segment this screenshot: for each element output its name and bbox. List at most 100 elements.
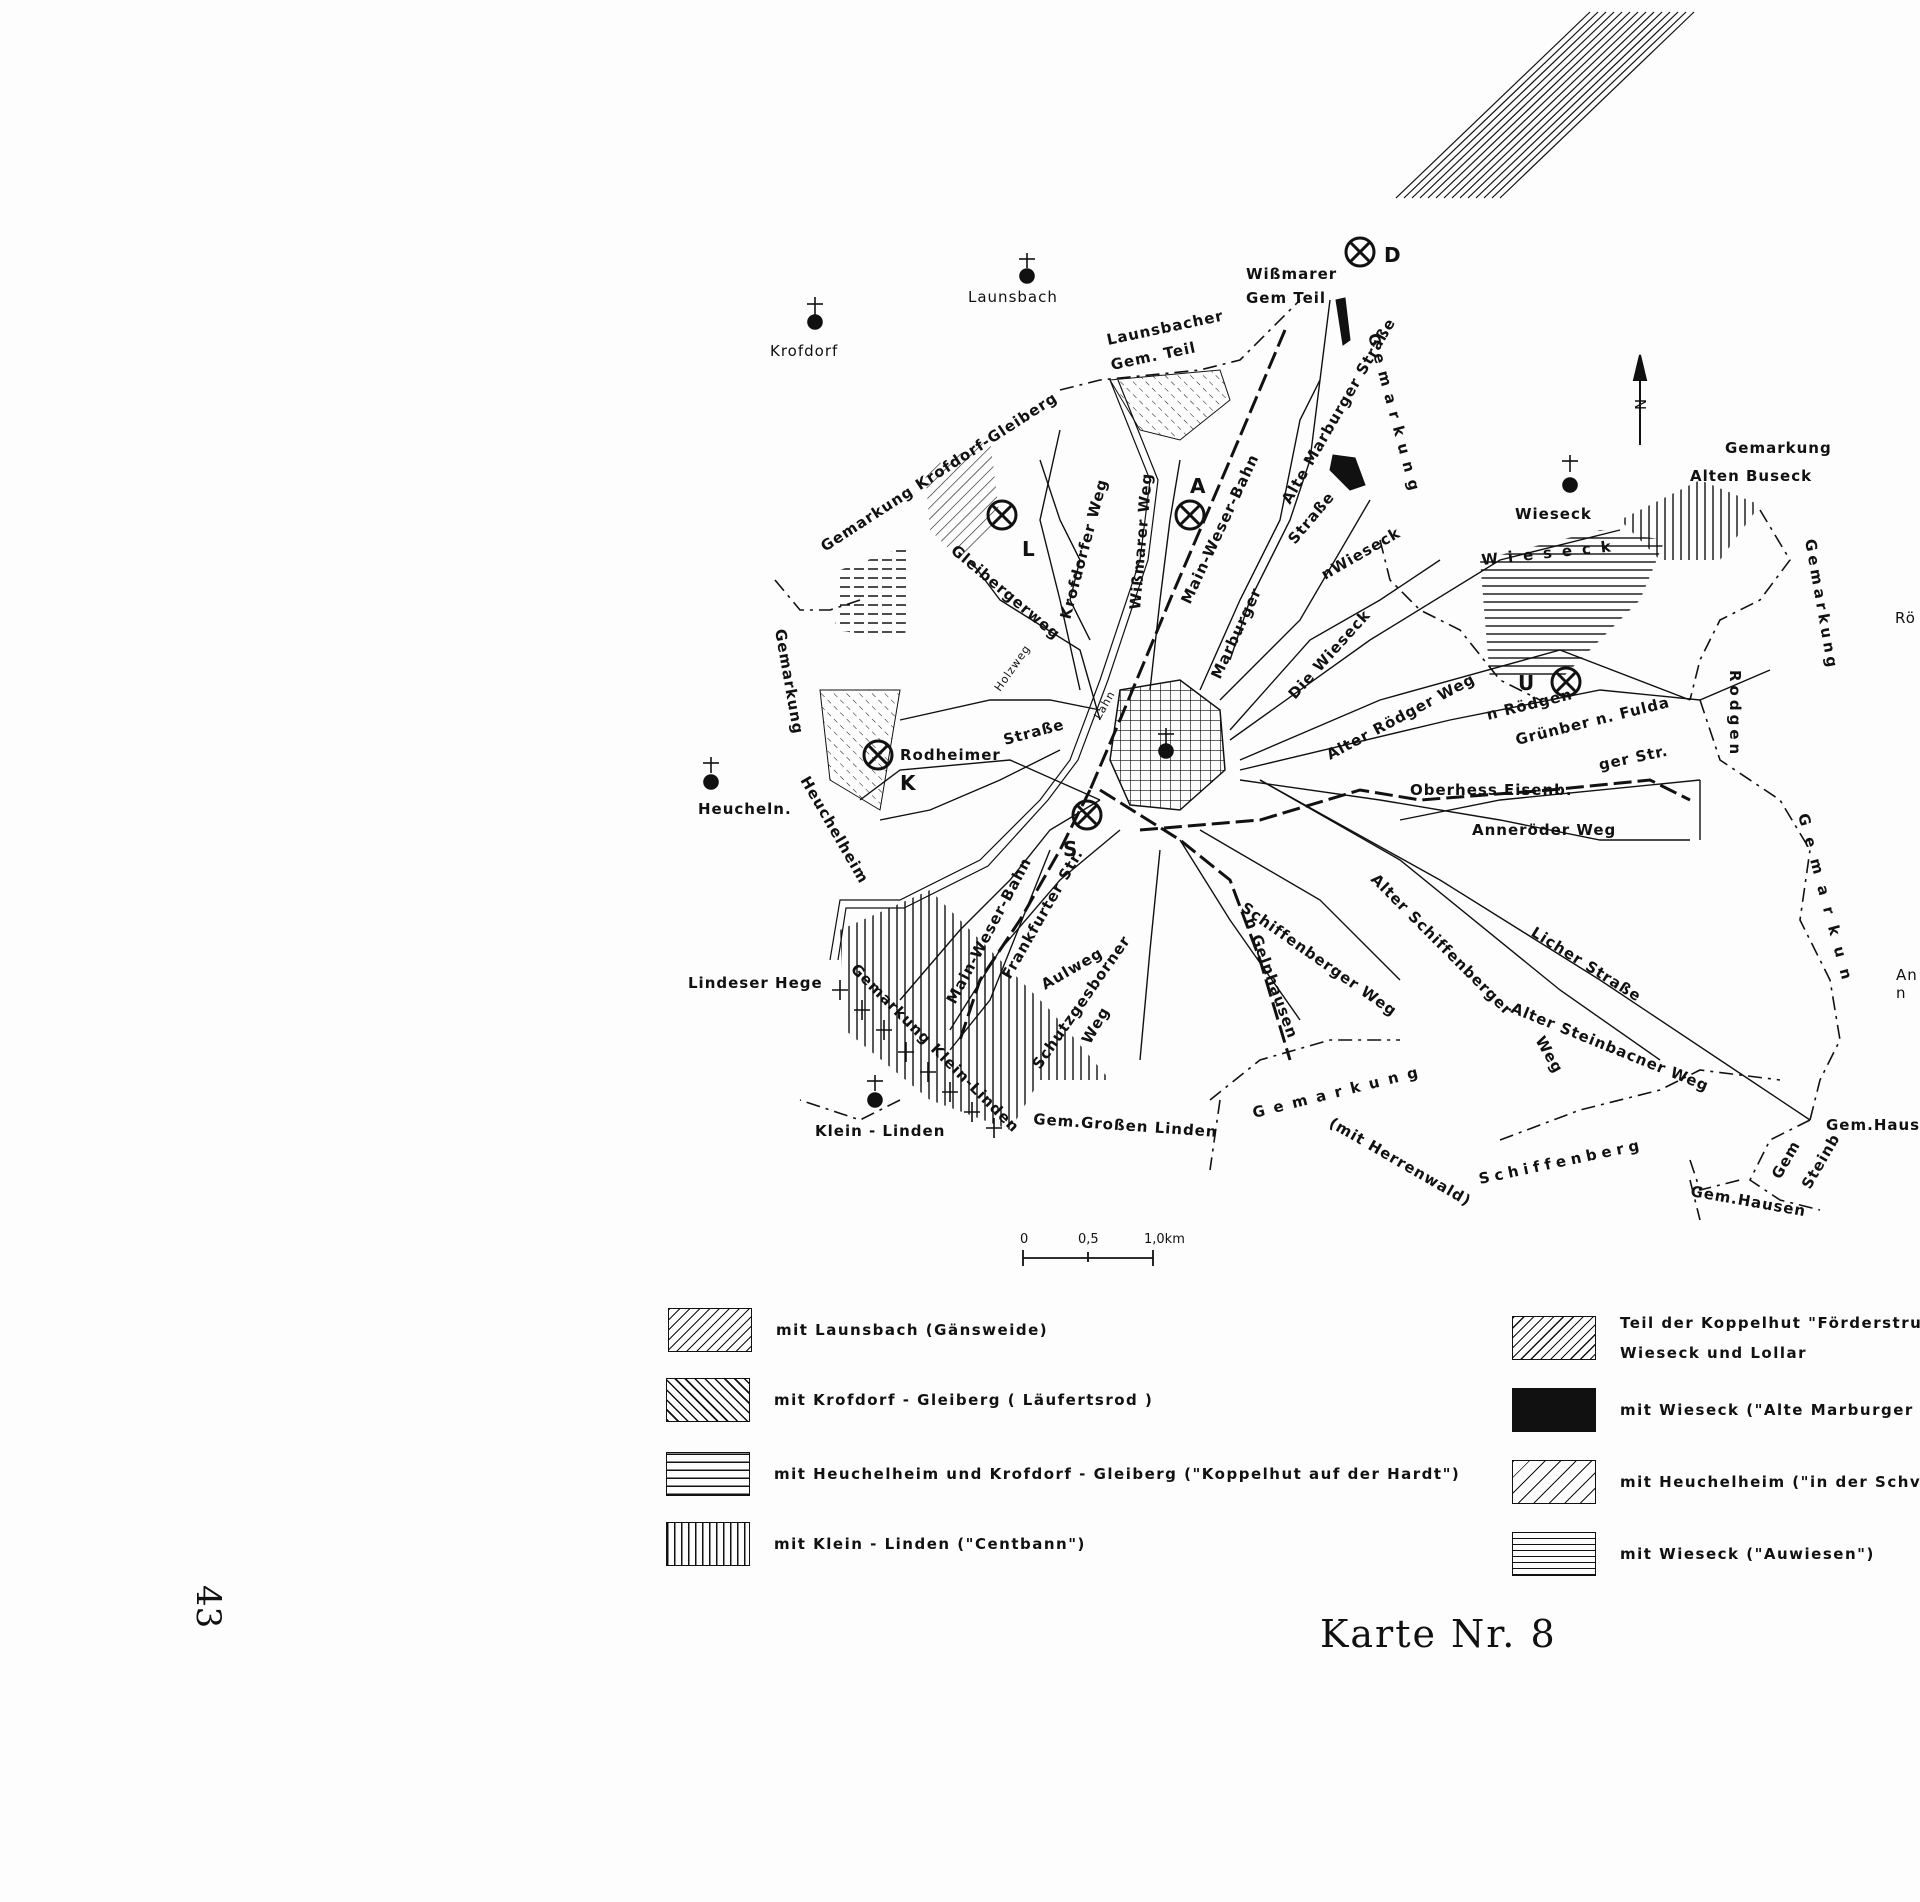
letter-l: L (1022, 537, 1035, 561)
legend-swatch (1512, 1316, 1596, 1360)
river-lahn (829, 379, 1159, 961)
label-klein-linden: Klein - Linden (815, 1122, 945, 1140)
marker-a-icon (1174, 499, 1206, 531)
legend-text: Wieseck und Lollar (1620, 1344, 1808, 1362)
label-wissmarer-2: Gem Teil (1246, 289, 1326, 307)
label-krofdorf: Krofdorf (770, 342, 838, 360)
label-lindeser-hege: Lindeser Hege (688, 974, 823, 992)
area-wieseck-ne (1620, 480, 1760, 560)
label-alten-buseck-2: Alten Buseck (1690, 467, 1812, 485)
label-licher-strasse: Licher Straße (1528, 923, 1645, 1005)
legend-item-alte-marburger: mit Wieseck ("Alte Marburger (1512, 1388, 1914, 1432)
legend-text: mit Heuchelheim ("in der Schv (1620, 1473, 1920, 1491)
scale-label-1: 0,5 (1078, 1232, 1099, 1247)
label-an-1: An (1896, 966, 1918, 984)
marker-l-icon (986, 499, 1018, 531)
corner-hatch (1395, 11, 1695, 199)
label-krofdorfer-weg: Krofdorfer Weg (1056, 477, 1111, 621)
label-gem-schiffenberg-3: Schiffenberg (1477, 1135, 1646, 1188)
area-alte-marburger-black (1335, 297, 1351, 346)
village-wieseck-icon (1562, 455, 1578, 493)
map-title: Karte Nr. 8 (1320, 1612, 1557, 1656)
label-launsbach: Launsbach (968, 288, 1058, 306)
area-alte-marburger-black-2 (1329, 454, 1366, 491)
label-an-2: n (1896, 984, 1907, 1002)
label-holzweg: Holzweg (992, 642, 1033, 693)
label-rodheimer-strasse: Straße (1001, 715, 1066, 749)
label-gem-heuchelheim-1: Gemarkung (771, 628, 807, 736)
label-alten-buseck-1: Gemarkung (1725, 439, 1832, 457)
legend-text: mit Heuchelheim und Krofdorf - Gleiberg … (774, 1465, 1461, 1483)
area-hardt (835, 545, 910, 640)
legend-item-schw: mit Heuchelheim ("in der Schv (1512, 1460, 1920, 1504)
marker-s-icon (1071, 799, 1103, 831)
marker-u-icon (1550, 666, 1582, 698)
label-gleiberger-weg: Gleibergerweg (947, 541, 1064, 643)
legend-swatch (1512, 1532, 1596, 1576)
label-wieseck-village: Wieseck (1515, 505, 1592, 523)
legend-item-koppelhut: Teil der Koppelhut "Förderstru Wieseck u… (1512, 1314, 1920, 1362)
legend-item-centbann: mit Klein - Linden ("Centbann") (666, 1522, 1086, 1566)
page-number: 43 (188, 1585, 228, 1629)
boundaries (774, 299, 1841, 1221)
label-alter-roedger-weg: Alter Rödger Weg (1323, 670, 1478, 764)
label-gem-rodgen-1: Gemarkung (1801, 538, 1842, 673)
label-gem-schiffenberg-1: Gemarkung (1251, 1061, 1429, 1122)
letter-a: A (1190, 474, 1206, 498)
label-oberhess-eisenb: Oberhess Eisenb. (1410, 781, 1573, 799)
legend-swatch (666, 1522, 750, 1566)
north-label: N (1632, 398, 1650, 410)
legend-text: mit Wieseck ("Auwiesen") (1620, 1545, 1875, 1563)
scale-bar (1022, 1250, 1154, 1266)
village-giessen-icon (1158, 728, 1174, 759)
label-gemarkun-east: Gemarkun (1794, 811, 1859, 992)
legend-text: Teil der Koppelhut "Förderstru (1620, 1314, 1920, 1332)
roads (859, 299, 1811, 1121)
legend-swatch (1512, 1460, 1596, 1504)
area-auwiesen (1480, 530, 1665, 680)
marker-d-icon (1344, 236, 1376, 268)
label-wissmarer-1: Wißmarer (1246, 265, 1337, 283)
label-gem-grossen-linden: Gem.Großen Linden (1033, 1110, 1218, 1141)
legend-text: mit Wieseck ("Alte Marburger (1620, 1401, 1914, 1419)
label-launsbacher-1: Launsbacher (1105, 307, 1225, 349)
village-heucheln-icon (703, 757, 719, 790)
legend-item-hardt: mit Heuchelheim und Krofdorf - Gleiberg … (666, 1452, 1460, 1496)
legend-text: mit Krofdorf - Gleiberg ( Läufertsrod ) (774, 1391, 1154, 1409)
village-krofdorf-icon (807, 297, 823, 330)
label-anneroeder-weg: Anneröder Weg (1472, 821, 1616, 839)
scale-label-2: 1,0km (1144, 1232, 1185, 1247)
letter-k: K (900, 771, 917, 795)
label-gem-steinb-2: Steinb (1798, 1130, 1844, 1192)
hege-crosses (832, 980, 1002, 1138)
legend-item-auwiesen: mit Wieseck ("Auwiesen") (1512, 1532, 1875, 1576)
label-gem-steinb-1: Gem (1768, 1137, 1804, 1182)
legend-item-krofdorf: mit Krofdorf - Gleiberg ( Läufertsrod ) (666, 1378, 1153, 1422)
label-wissmarer-weg: Wißmarer Weg (1126, 472, 1156, 610)
legend-item-launsbach: mit Launsbach (Gänsweide) (668, 1308, 1048, 1352)
label-marburger: Marburger (1207, 585, 1265, 682)
label-heucheln: Heucheln. (698, 800, 792, 818)
legend-text: mit Klein - Linden ("Centbann") (774, 1535, 1086, 1553)
area-heuchelheim (819, 689, 901, 811)
label-roe: Rö (1895, 609, 1916, 627)
label-weg: Weg (1532, 1033, 1568, 1077)
legend-swatch (666, 1452, 750, 1496)
letter-d: D (1384, 243, 1401, 267)
label-gem-rodgen-2: Rodgen (1726, 670, 1744, 758)
village-launsbach-icon (1019, 253, 1035, 284)
scale-label-0: 0 (1020, 1232, 1029, 1247)
markers (862, 236, 1582, 831)
label-gruenberger-2: ger Str. (1597, 742, 1670, 774)
legend: mit Launsbach (Gänsweide) mit Krofdorf -… (660, 1300, 1920, 1600)
letter-u: U (1518, 671, 1534, 695)
north-arrow-icon (1632, 354, 1648, 445)
railways (958, 329, 1691, 1061)
area-krofdorf-gleiberg (925, 440, 1000, 560)
label-gem-hausen: Gem.Hause (1826, 1116, 1920, 1134)
area-centbann (840, 890, 1110, 1130)
marker-k-icon (862, 739, 894, 771)
legend-swatch (1512, 1388, 1596, 1432)
legend-swatch (666, 1378, 750, 1422)
